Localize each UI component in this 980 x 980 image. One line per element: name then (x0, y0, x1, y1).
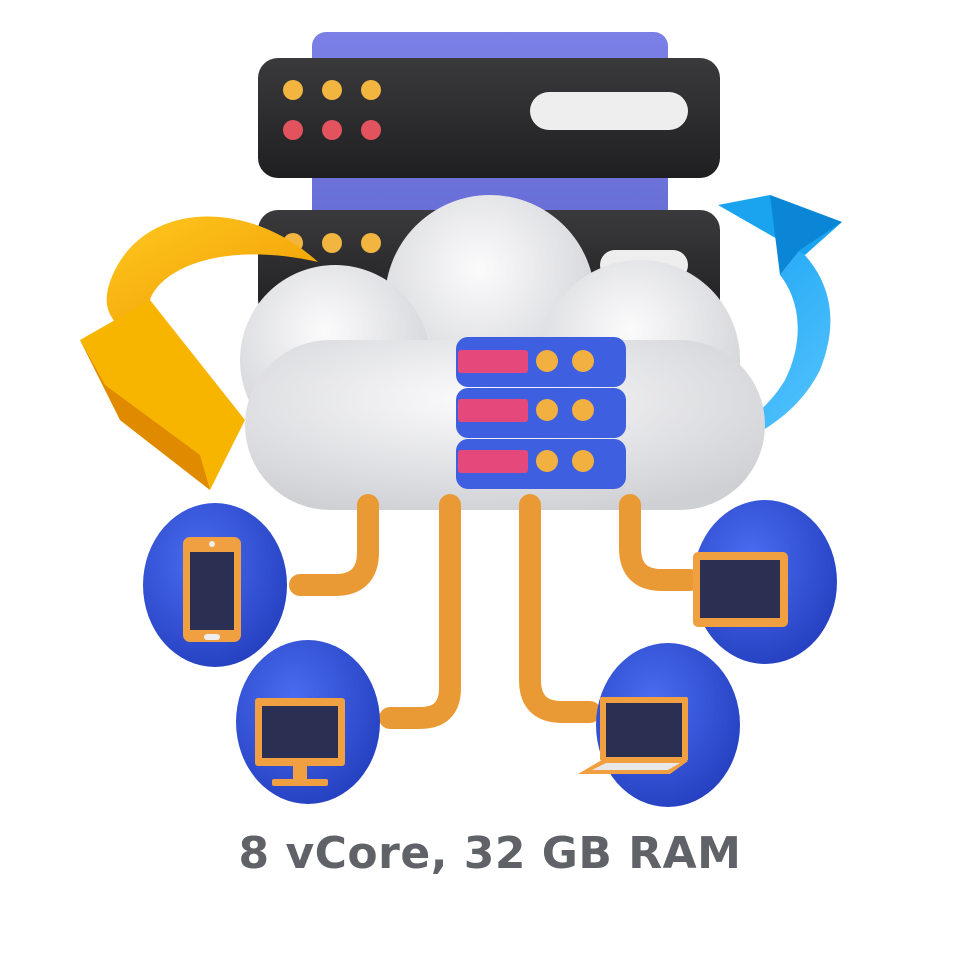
connection-pipes (289, 494, 701, 729)
device-smartphone (143, 503, 287, 667)
device-tablet (693, 500, 837, 664)
specs-caption: 8 vCore, 32 GB RAM (238, 828, 742, 879)
arrow-left-icon (80, 216, 318, 490)
arrow-right-icon (640, 195, 842, 462)
device-laptop (578, 643, 740, 807)
cloud-server-icon (456, 337, 626, 489)
device-monitor (236, 640, 380, 804)
